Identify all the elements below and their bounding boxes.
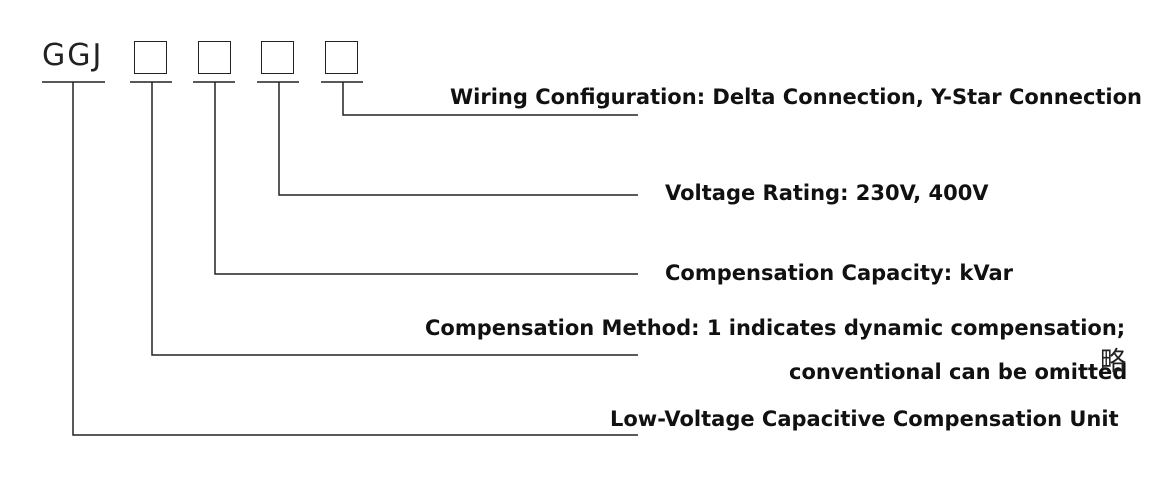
stray-glyph: 略	[1100, 347, 1127, 377]
unit-description: Low-Voltage Capacitive Compensation Unit	[610, 407, 1119, 431]
leader-capacity	[214, 82, 638, 275]
voltage-description: Voltage Rating: 230V, 400V	[665, 181, 989, 205]
model-prefix: GGJ	[42, 38, 104, 73]
capacity-description: Compensation Capacity: kVar	[665, 261, 1014, 285]
leader-unit	[72, 82, 638, 436]
leader-wiring	[342, 82, 638, 116]
code-slot-box-4	[325, 41, 358, 74]
code-slot-box-3	[261, 41, 294, 74]
code-slot-box-1	[134, 41, 167, 74]
leader-voltage	[278, 82, 638, 196]
leader-method	[151, 82, 638, 356]
method-description-line1: Compensation Method: 1 indicates dynamic…	[425, 316, 1126, 340]
method-description-line2: conventional can be omitted	[789, 360, 1128, 384]
code-slot-box-2	[198, 41, 231, 74]
wiring-description: Wiring Configuration: Delta Connection, …	[450, 85, 1143, 109]
